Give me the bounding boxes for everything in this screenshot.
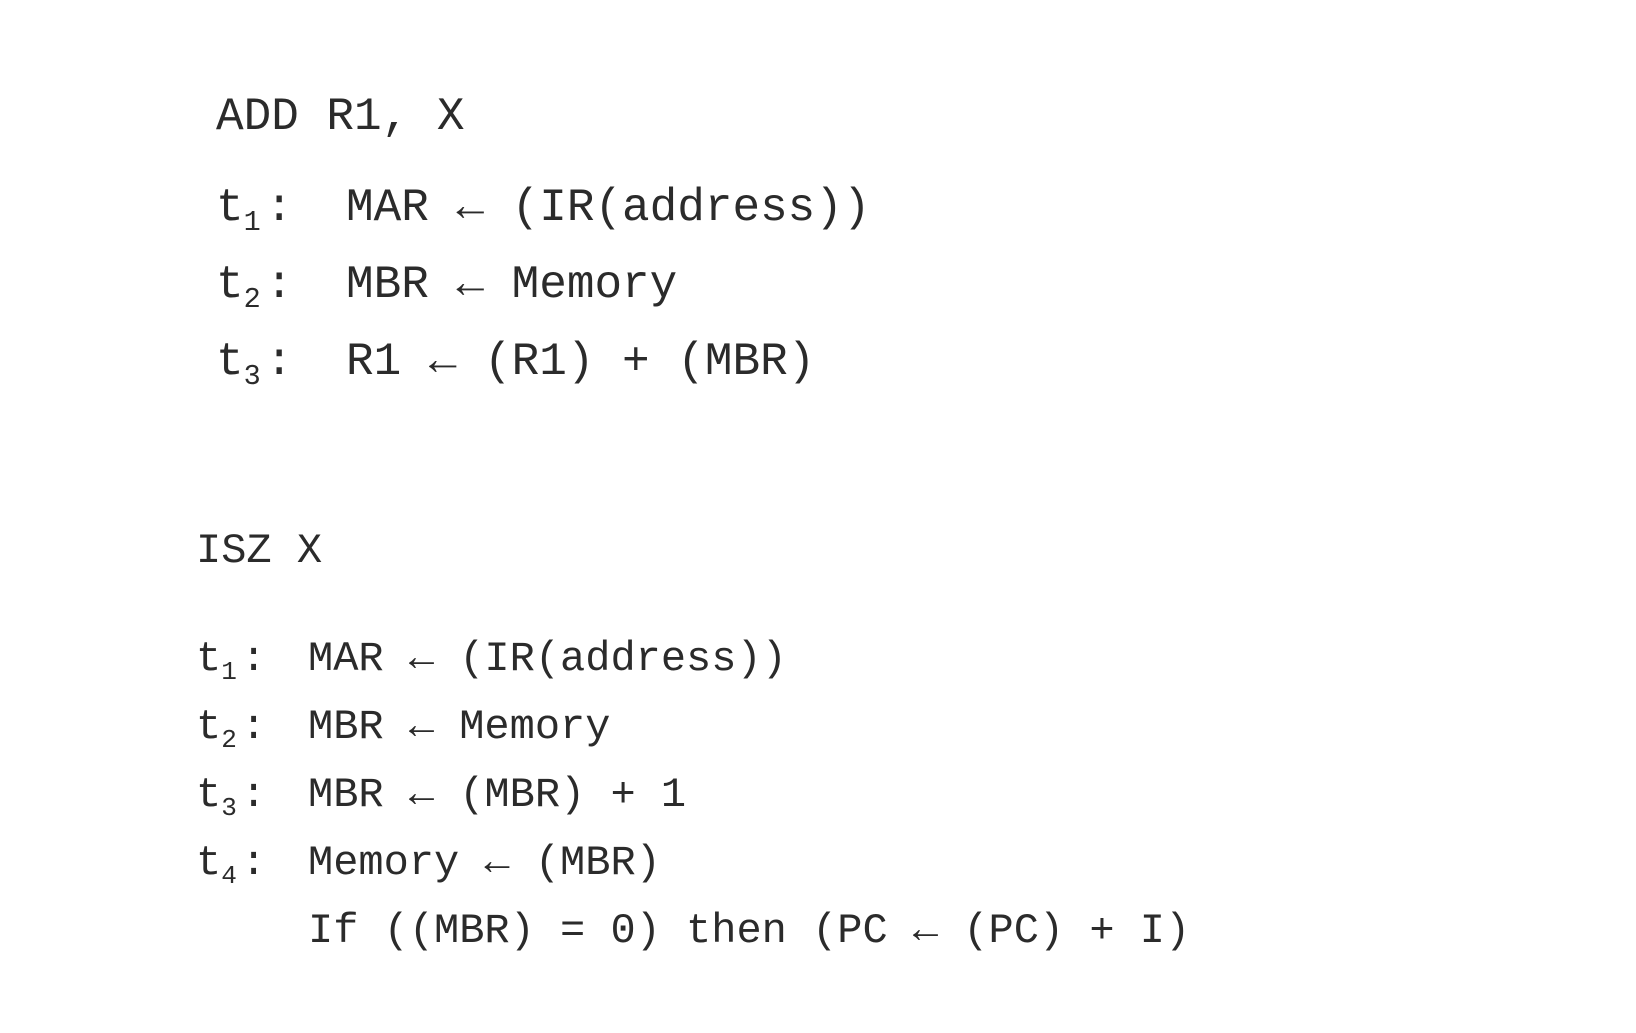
step-label: t3: [196,771,267,824]
step-text: If ((MBR) = 0) then (PC ← (PC) + I) [308,907,1191,955]
isz-instruction-block: ISZ X t1: MAR ← (IR(address)) t2: MBR ← … [196,523,1190,965]
step-text: MBR ← (MBR) + 1 [308,771,687,819]
add-step-1: t1: MAR ← (IR(address)) [216,170,871,247]
step-label: t1: [216,182,293,239]
step-label: t2: [196,703,267,756]
add-step-3: t3: R1 ← (R1) + (MBR) [216,324,871,401]
isz-step-4: t4: Memory ← (MBR) [196,829,1190,897]
step-text: MAR ← (IR(address)) [308,635,787,683]
isz-step-2: t2: MBR ← Memory [196,693,1190,761]
isz-instruction-heading: ISZ X [196,527,323,575]
step-label: t1: [196,635,267,688]
isz-step-4-continuation: If ((MBR) = 0) then (PC ← (PC) + I) [196,897,1190,965]
isz-step-3: t3: MBR ← (MBR) + 1 [196,761,1190,829]
step-text: Memory ← (MBR) [308,839,661,887]
step-text: MBR ← Memory [308,703,611,751]
step-text: R1 ← (R1) + (MBR) [346,336,816,388]
step-label: t4: [196,839,267,892]
step-label: t3: [216,336,293,393]
add-step-2: t2: MBR ← Memory [216,247,871,324]
add-instruction-block: ADD R1, X t1: MAR ← (IR(address)) t2: MB… [216,84,871,401]
step-text: MBR ← Memory [346,259,678,311]
step-label: t2: [216,259,293,316]
add-instruction-heading: ADD R1, X [216,91,465,143]
isz-step-1: t1: MAR ← (IR(address)) [196,625,1190,693]
step-text: MAR ← (IR(address)) [346,182,871,234]
